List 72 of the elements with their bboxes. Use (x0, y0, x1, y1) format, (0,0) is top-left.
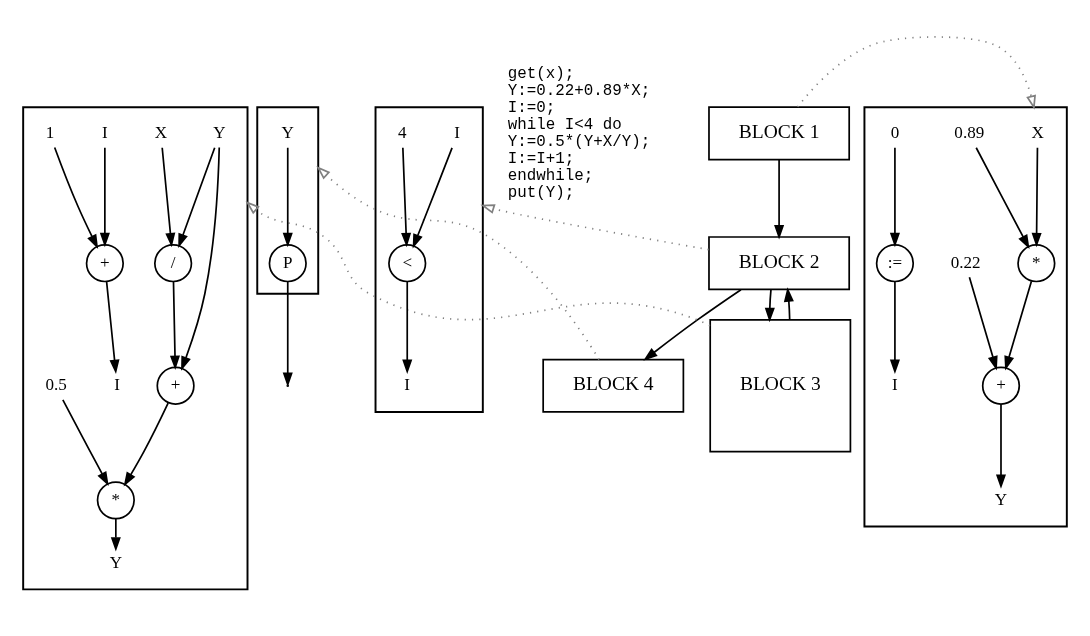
arrow (968, 276, 998, 371)
arrow (316, 165, 600, 361)
node-box: BLOCK 2 (708, 236, 851, 291)
arrow (245, 200, 711, 327)
arrow (480, 204, 710, 251)
label: Y:=0.22+0.89*X; (507, 81, 651, 100)
arrow (110, 517, 121, 552)
cluster (374, 106, 484, 413)
node-text: 4 (398, 122, 407, 142)
arrow (796, 36, 1036, 110)
node-circle: := (875, 244, 915, 283)
arrow (123, 402, 169, 487)
arrow (783, 287, 794, 321)
node-text: I (404, 375, 411, 395)
node-text: Y (109, 552, 122, 572)
node-text: I (892, 375, 898, 395)
label: get(x); (507, 64, 575, 83)
arrow (401, 146, 412, 248)
node-circle: < (388, 244, 427, 283)
arrow (995, 403, 1007, 489)
arrow (282, 280, 293, 387)
arrow (62, 399, 109, 487)
arrow (764, 289, 775, 323)
arrow (643, 288, 742, 361)
node-text: 0.5 (45, 375, 67, 395)
node-text: I (454, 122, 461, 142)
arrow (1004, 280, 1033, 371)
node-circle: / (154, 244, 193, 283)
label: I:=0; (507, 98, 556, 117)
arrow (178, 146, 216, 248)
arrow (105, 280, 120, 374)
arrow (181, 146, 221, 371)
arrow (412, 147, 453, 249)
node-text: Y (281, 122, 294, 142)
label: put(Y); (507, 184, 575, 203)
node-circle: + (85, 244, 124, 283)
arrow (161, 146, 176, 248)
node-box: BLOCK 1 (708, 106, 851, 161)
cluster (863, 106, 1068, 528)
arrow (774, 158, 785, 240)
label: Y:=0.5*(Y+X/Y); (507, 133, 651, 152)
arrow (53, 146, 99, 249)
arrow (99, 146, 110, 248)
arrow (1031, 146, 1042, 248)
node-text: 0.22 (950, 252, 981, 272)
node-text: X (1031, 122, 1044, 142)
node-text: 0 (890, 122, 900, 142)
node-circle: * (1017, 244, 1056, 283)
node-text: I (102, 122, 108, 142)
node-text: I (114, 375, 120, 395)
label: while I<4 do (507, 115, 622, 134)
label: I:=I+1; (507, 150, 575, 169)
node-box: BLOCK 4 (542, 358, 685, 413)
cluster (22, 106, 249, 591)
cluster (256, 106, 320, 295)
node-circle: + (981, 366, 1021, 405)
label: endwhile; (507, 167, 594, 186)
arrow (889, 146, 900, 248)
node-circle: + (156, 366, 195, 405)
arrow (169, 280, 181, 370)
arrow (889, 280, 900, 374)
node-text: 1 (45, 122, 55, 142)
node-text: 0.89 (954, 122, 985, 142)
node-text: Y (994, 489, 1008, 509)
node-box: BLOCK 3 (709, 319, 852, 453)
node-circle: * (96, 481, 135, 520)
node-circle: P (268, 244, 307, 283)
node-text: X (154, 122, 168, 142)
arrow (282, 146, 293, 248)
arrow (402, 280, 413, 374)
arrow (975, 146, 1030, 250)
node-text: Y (213, 122, 226, 142)
